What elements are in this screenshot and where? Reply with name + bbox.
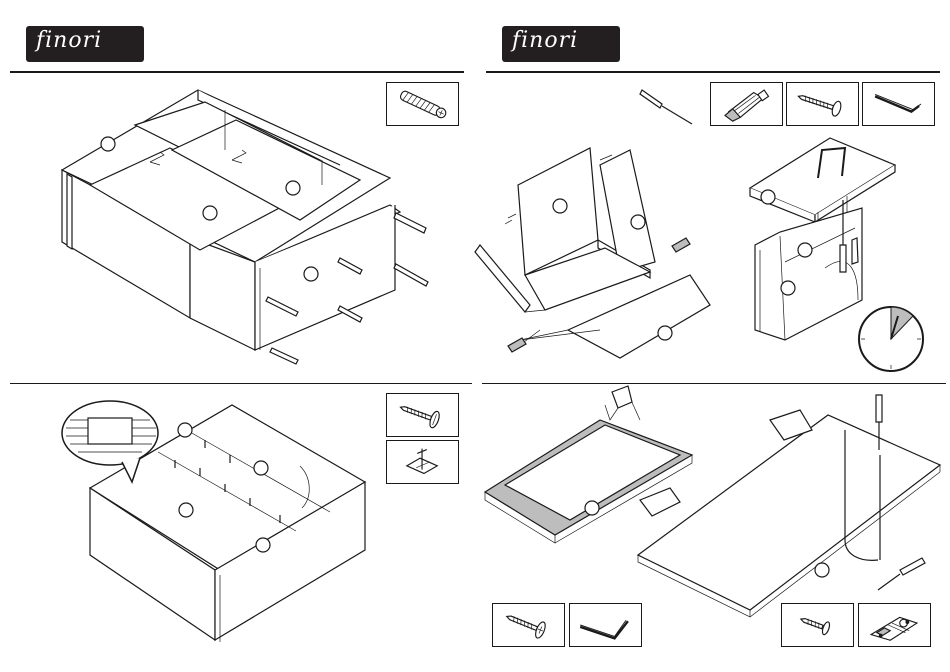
part-marker (815, 563, 829, 577)
step-d-door (485, 386, 940, 617)
hinge-icon (612, 386, 632, 408)
part-marker (781, 281, 795, 295)
step-b-frame (475, 90, 710, 358)
step-c-cabinet (62, 401, 365, 642)
part-marker (585, 501, 599, 515)
part-marker (286, 181, 300, 195)
part-marker (101, 137, 115, 151)
part-marker (761, 190, 775, 204)
part-marker (304, 267, 318, 281)
part-marker (256, 538, 270, 552)
drill-icon (878, 558, 925, 590)
part-marker (203, 206, 217, 220)
part-marker (798, 243, 812, 257)
part-marker (631, 215, 645, 229)
part-marker (553, 199, 567, 213)
hinge-icon (640, 488, 680, 516)
part-marker (178, 423, 192, 437)
step-b-top (750, 138, 923, 371)
glue-bottle-icon (508, 338, 526, 352)
part-marker (254, 461, 268, 475)
screwdriver-icon (640, 90, 692, 124)
part-marker (658, 326, 672, 340)
glue-bottle-icon (672, 238, 690, 252)
clock-icon (859, 307, 923, 371)
part-marker (179, 503, 193, 517)
step-a-cabinet (62, 90, 428, 364)
